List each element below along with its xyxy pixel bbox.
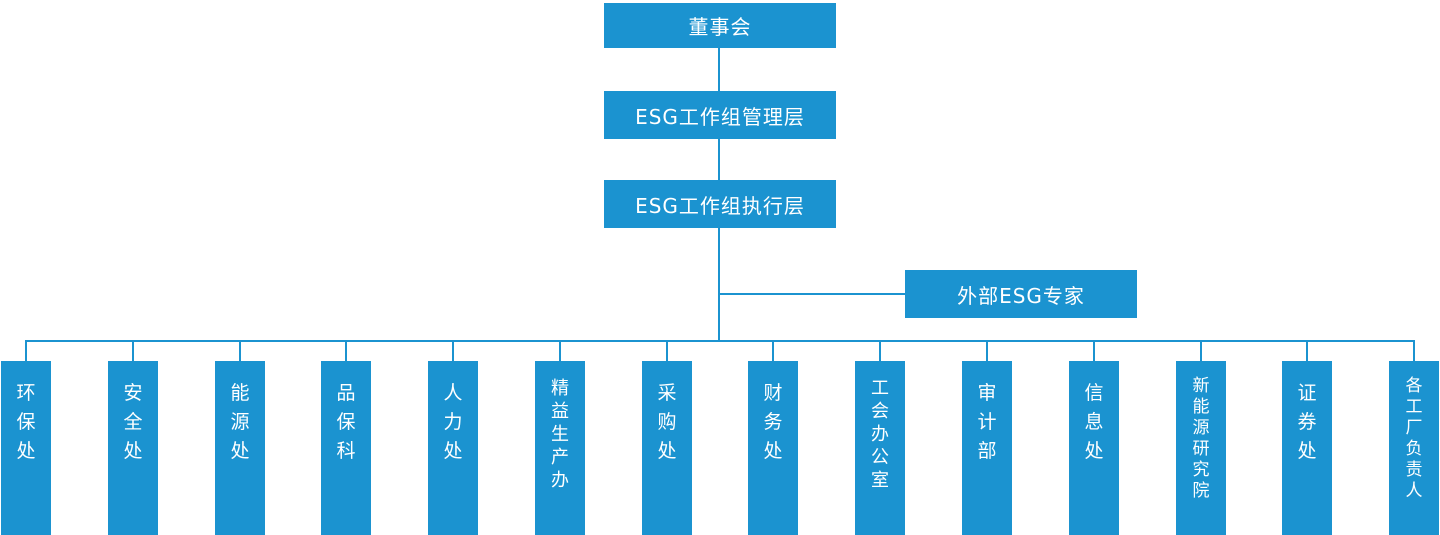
connector-stub	[1306, 342, 1308, 361]
connector-board-to-management	[718, 48, 720, 91]
org-node-label: 人力处	[443, 382, 463, 462]
org-node-factory-leaders: 各工厂负责人	[1389, 361, 1439, 535]
connector-stub	[239, 342, 241, 361]
org-node-energy-dept: 能源处	[215, 361, 265, 535]
org-node-finance-dept: 财务处	[748, 361, 798, 535]
org-node-label: 品保科	[336, 382, 356, 462]
org-node-esg-execution-level: ESG工作组执行层	[604, 180, 836, 228]
org-node-label: 董事会	[688, 15, 752, 39]
org-node-new-energy-research-institute: 新能源研究院	[1176, 361, 1226, 535]
org-node-label: 审计部	[977, 382, 997, 462]
org-node-procurement-dept: 采购处	[642, 361, 692, 535]
org-node-information-dept: 信息处	[1069, 361, 1119, 535]
connector-stub	[879, 342, 881, 361]
org-node-safety-dept: 安全处	[108, 361, 158, 535]
org-node-label: 采购处	[657, 382, 677, 462]
org-node-label: 环保处	[16, 382, 36, 462]
org-node-label: ESG工作组管理层	[635, 104, 805, 129]
connector-stub	[986, 342, 988, 361]
connector-execution-trunk	[718, 228, 720, 342]
org-node-environmental-protection-dept: 环保处	[1, 361, 51, 535]
org-node-label: 能源处	[230, 382, 250, 462]
connector-stub	[1413, 342, 1415, 361]
org-node-securities-dept: 证券处	[1282, 361, 1332, 535]
connector-stub	[772, 342, 774, 361]
org-node-external-esg-expert: 外部ESG专家	[905, 270, 1137, 318]
org-node-label: 精益生产办	[551, 378, 569, 491]
connector-management-to-execution	[718, 139, 720, 180]
connector-stub	[132, 342, 134, 361]
org-node-label: ESG工作组执行层	[635, 193, 805, 218]
org-node-label: 信息处	[1084, 382, 1104, 462]
org-node-label: 证券处	[1297, 382, 1317, 462]
connector-stub	[1200, 342, 1202, 361]
connector-stub	[25, 342, 27, 361]
org-node-lean-production-office: 精益生产办	[535, 361, 585, 535]
connector-stub	[345, 342, 347, 361]
org-node-labor-union-office: 工会办公室	[855, 361, 905, 535]
org-node-audit-dept: 审计部	[962, 361, 1012, 535]
connector-stub	[666, 342, 668, 361]
org-node-label: 工会办公室	[871, 378, 889, 491]
connector-stub	[559, 342, 561, 361]
connector-stub	[452, 342, 454, 361]
org-node-label: 安全处	[123, 382, 143, 462]
org-node-label: 外部ESG专家	[957, 283, 1085, 308]
org-node-label: 财务处	[763, 382, 783, 462]
org-node-label: 各工厂负责人	[1405, 376, 1423, 501]
org-node-esg-management-level: ESG工作组管理层	[604, 91, 836, 139]
org-node-human-resources-dept: 人力处	[428, 361, 478, 535]
org-node-board-of-directors: 董事会	[604, 3, 836, 48]
connector-department-bus	[25, 340, 1415, 342]
org-node-label: 新能源研究院	[1192, 376, 1210, 501]
org-node-quality-assurance-section: 品保科	[321, 361, 371, 535]
connector-stub	[1093, 342, 1095, 361]
connector-to-external-advisor	[720, 293, 905, 295]
